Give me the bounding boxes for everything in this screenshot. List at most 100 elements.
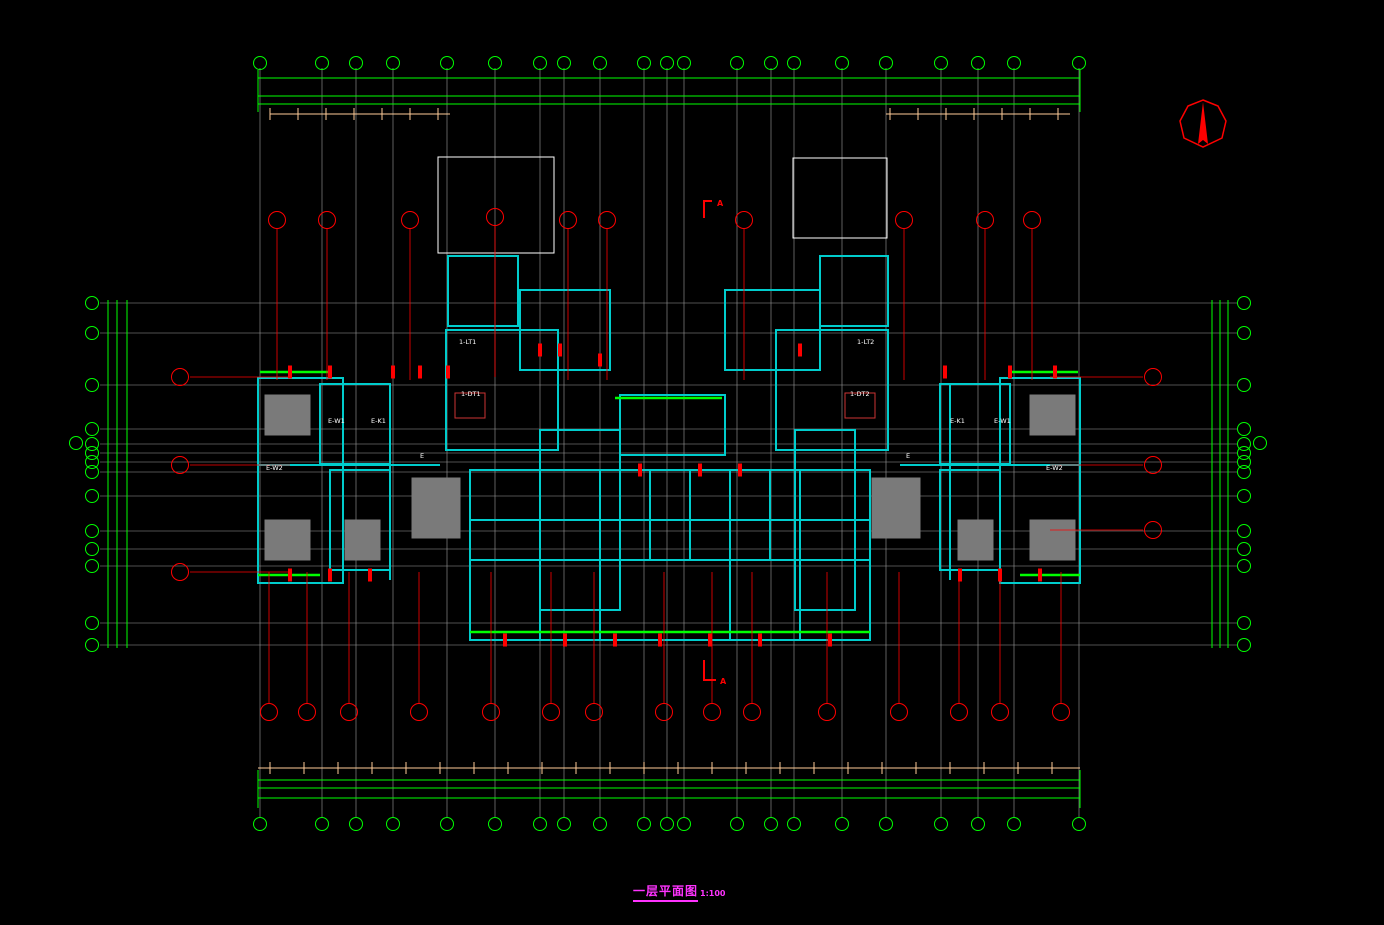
column-tag-bubble (260, 703, 278, 721)
axis-bubble (85, 455, 99, 469)
axis-bubble (315, 817, 329, 831)
wall-segment (724, 289, 821, 371)
column-mark (563, 633, 567, 647)
column-tag-bubble (401, 211, 419, 229)
dimension-lines (107, 70, 1229, 808)
column-tag-bubble (703, 703, 721, 721)
axis-bubble (1237, 559, 1251, 573)
axis-bubble (349, 56, 363, 70)
axis-bubble (85, 465, 99, 479)
axis-bubble (971, 56, 985, 70)
axis-bubble (1253, 436, 1267, 450)
room-tag-label: E-K1 (371, 417, 386, 425)
column-tag-bubble (318, 211, 336, 229)
axis-bubble (533, 817, 547, 831)
axis-bubble (660, 817, 674, 831)
column-tag-bubble (171, 563, 189, 581)
column-mark (958, 568, 962, 582)
section-mark-top: A (703, 199, 724, 218)
column-tags (171, 208, 1162, 721)
column-tag-bubble (298, 703, 316, 721)
axis-bubble (1237, 542, 1251, 556)
bed-fixture (344, 519, 381, 561)
column-tag-bubble (1023, 211, 1041, 229)
axis-bubble (85, 446, 99, 460)
axis-bubble (730, 56, 744, 70)
column-tag-bubble (410, 703, 428, 721)
column-mark (418, 365, 422, 379)
bed-fixture (264, 394, 311, 436)
column-tag-bubble (340, 703, 358, 721)
axis-bubble (85, 489, 99, 503)
axis-bubble (879, 817, 893, 831)
axis-bubble (764, 56, 778, 70)
column-tag-bubble (1052, 703, 1070, 721)
column-tag-bubble (559, 211, 577, 229)
axis-bubble (1237, 465, 1251, 479)
axis-bubble (835, 56, 849, 70)
axis-bubble (85, 559, 99, 573)
axis-bubble (349, 817, 363, 831)
room-tag-label: E (906, 452, 910, 460)
axis-bubble (440, 56, 454, 70)
axis-bubble (677, 56, 691, 70)
axis-bubble (677, 817, 691, 831)
wall-segment (775, 329, 889, 451)
axis-bubble (85, 524, 99, 538)
bed-fixture (264, 519, 311, 561)
room-tag-label: E-W1 (328, 417, 345, 425)
column-mark (798, 343, 802, 357)
axis-bubble (253, 817, 267, 831)
axis-bubble (835, 817, 849, 831)
axis-bubble (660, 56, 674, 70)
axis-bubble (85, 616, 99, 630)
column-tag-bubble (171, 368, 189, 386)
column-tag-bubble (735, 211, 753, 229)
column-mark (1053, 365, 1057, 379)
axis-bubble (1072, 56, 1086, 70)
bed-fixture (871, 477, 921, 539)
axis-bubble (557, 56, 571, 70)
column-mark (708, 633, 712, 647)
section-mark-bottom: A (703, 660, 727, 686)
wall-segment (257, 377, 344, 584)
axis-bubble (1237, 489, 1251, 503)
axis-bubble (1237, 446, 1251, 460)
axis-bubble (934, 56, 948, 70)
column-mark (638, 463, 642, 477)
axis-bubble (879, 56, 893, 70)
column-tag-bubble (991, 703, 1009, 721)
axis-bubble (1237, 455, 1251, 469)
column-mark (613, 633, 617, 647)
axis-bubble (85, 638, 99, 652)
elevator-car (454, 392, 486, 419)
axis-bubble (1237, 524, 1251, 538)
wall-segment (939, 469, 1001, 571)
column-tag-bubble (542, 703, 560, 721)
room-fixtures (264, 392, 1076, 561)
wall-segment (819, 255, 889, 327)
axis-bubble (69, 436, 83, 450)
column-mark (698, 463, 702, 477)
bed-fixture (1029, 519, 1076, 561)
axis-bubble (85, 437, 99, 451)
column-mark (446, 365, 450, 379)
terrace-outline (792, 157, 888, 239)
bed-fixture (957, 519, 994, 561)
axis-bubble (533, 56, 547, 70)
column-mark (503, 633, 507, 647)
axis-bubble (593, 817, 607, 831)
axis-bubble (1237, 422, 1251, 436)
section-mark-label-top: A (717, 199, 724, 208)
wall-segment (447, 255, 519, 327)
column-tag-bubble (743, 703, 761, 721)
column-mark (828, 633, 832, 647)
wall-segment (445, 329, 559, 451)
column-tag-bubble (895, 211, 913, 229)
column-mark (538, 343, 542, 357)
building-walls (257, 156, 1081, 641)
section-mark-label-bottom: A (720, 677, 727, 686)
column-tag-bubble (655, 703, 673, 721)
axis-bubble (1007, 817, 1021, 831)
axis-bubble (637, 817, 651, 831)
